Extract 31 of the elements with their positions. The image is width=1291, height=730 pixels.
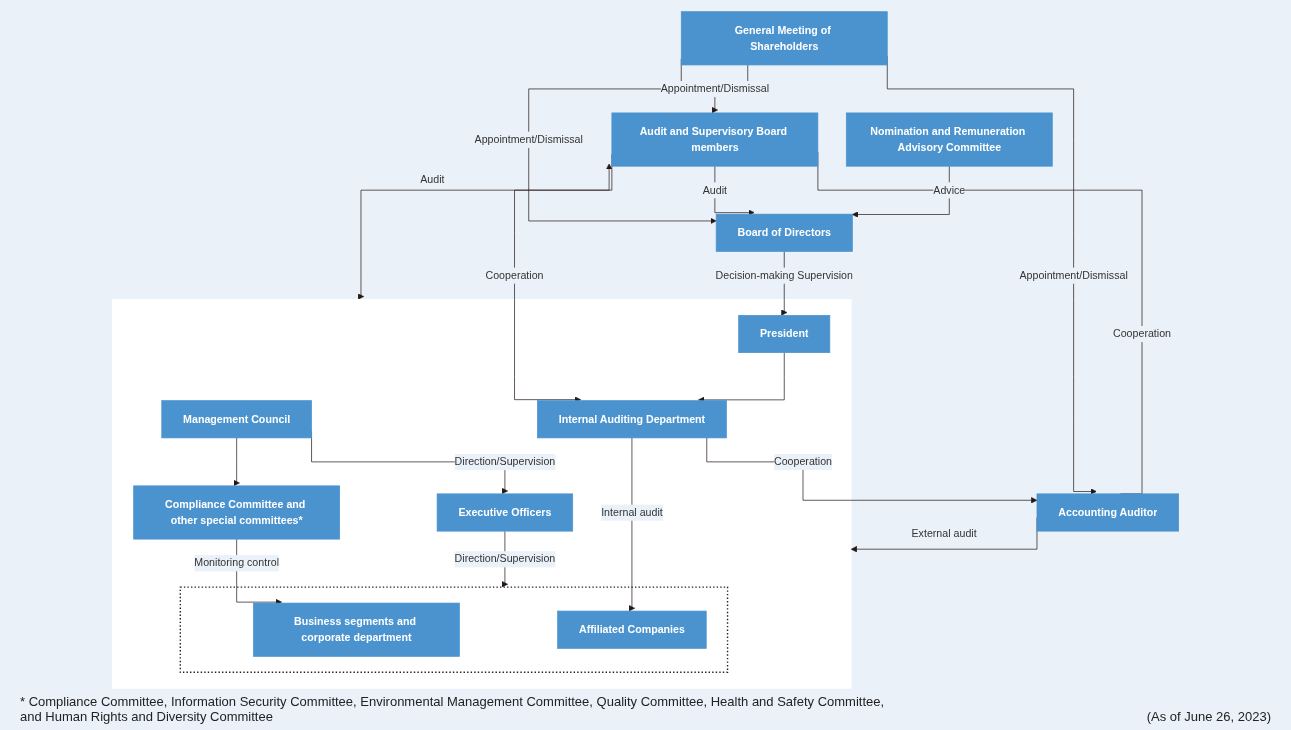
- edge-label: Audit: [420, 173, 445, 186]
- node-box: Board of Directors: [715, 213, 853, 252]
- edge-label: Cooperation: [773, 455, 833, 468]
- edge-label: External audit: [911, 527, 977, 540]
- node-box: Management Council: [161, 400, 312, 439]
- node-box: Nomination and Remuneration Advisory Committee: [845, 112, 1053, 167]
- node-box: Audit and Supervisory Board members: [611, 112, 819, 167]
- edge-label: Audit: [702, 183, 728, 196]
- date-note: (As of June 26, 2023): [1146, 709, 1271, 724]
- edge-label: Advice: [933, 183, 966, 196]
- node-box: Accounting Auditor: [1036, 493, 1179, 532]
- edge-label: Direction/Supervision: [454, 552, 556, 565]
- footnote: * Compliance Committee, Information Security Committee, Environmental Management Committee, Quality Committee, Health and Safety Committee, and Human Rights and Diversity Committee: [20, 694, 886, 724]
- node-box: President: [738, 315, 831, 353]
- edge-label: Cooperation: [1112, 327, 1172, 340]
- edge-label: Internal audit: [601, 505, 663, 518]
- node-box: General Meeting of Shareholders: [680, 11, 888, 66]
- node-box: Affiliated Companies: [557, 610, 707, 649]
- edge-label: Monitoring control: [194, 556, 280, 569]
- edge-label: Appointment/Dismissal: [1019, 268, 1128, 281]
- edge-label: Decision-making Supervision: [715, 268, 853, 281]
- edge-label: Direction/Supervision: [454, 455, 556, 468]
- node-box: Internal Auditing Department: [537, 400, 727, 439]
- node-box: Compliance Committee and other special committees*: [133, 485, 341, 540]
- edge-label: Cooperation: [485, 268, 544, 281]
- node-box: Executive Officers: [436, 493, 574, 532]
- cluster: [179, 586, 729, 674]
- edge-label: Appointment/Dismissal: [474, 132, 583, 146]
- edge-label: Appointment/Dismissal: [660, 82, 770, 95]
- node-box: Business segments and corporate department: [253, 602, 460, 657]
- cluster: [112, 299, 852, 689]
